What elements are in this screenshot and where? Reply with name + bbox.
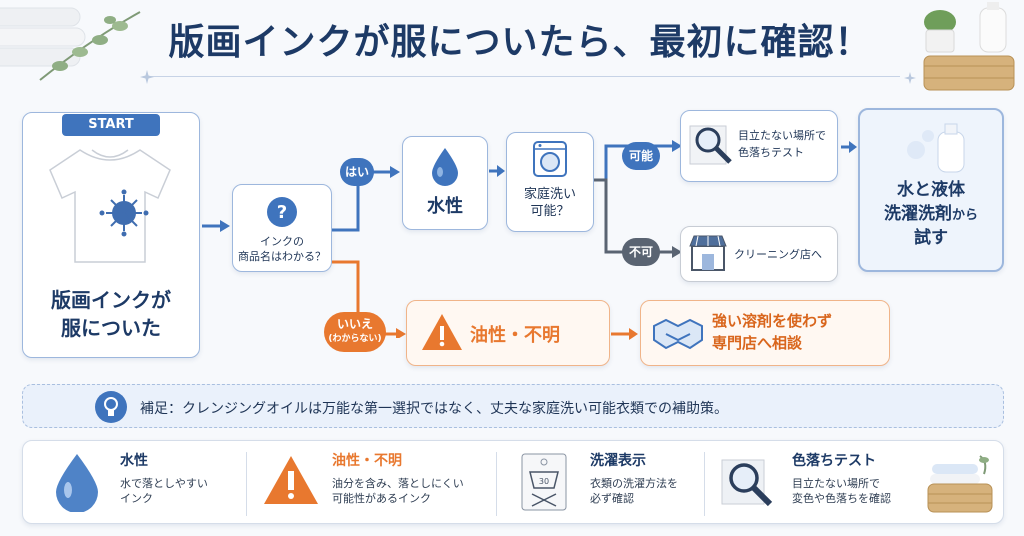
colorfast-test-line1: 目立たない場所で [738, 129, 826, 142]
page-title: 版画インクが服についたら、最初に確認！ [168, 21, 872, 63]
legend-title: 油性・不明 [332, 453, 402, 469]
start-caption-line1: 版画インクが [51, 288, 171, 312]
legend-desc-line1: 油分を含み、落としにくい [332, 477, 464, 490]
plant-detergent-basket-decoration [923, 2, 1015, 91]
no-branch-label: いいえ (わからない) [324, 312, 386, 352]
legend-desc-line2: 必ず確認 [590, 492, 634, 505]
water-drop-icon [432, 148, 458, 186]
result-water-line2-suffix: から [951, 208, 978, 223]
water-drop-icon [56, 454, 98, 512]
shop-icon [689, 235, 727, 271]
oil-unknown-label: 油性・不明 [470, 325, 560, 346]
question-icon: ? [267, 197, 297, 227]
magnifier-icon [721, 459, 773, 507]
start-badge: START [62, 114, 160, 136]
result-water-line3: 試す [914, 228, 948, 248]
towels-eucalyptus-decoration [0, 7, 141, 81]
legend-title: 水性 [120, 453, 148, 469]
svg-text:?: ? [277, 202, 287, 223]
svg-text:30: 30 [539, 477, 549, 486]
legend-item-care-label: 30 洗濯表示 衣類の洗濯方法を 必ず確認 [516, 448, 716, 518]
note-text: 補足：クレンジングオイルは万能な第一選択ではなく、丈夫な家庭洗い可能衣類での補助… [140, 401, 728, 417]
magnifier-icon [689, 125, 732, 165]
legend-desc-line2: 変色や色落ちを確認 [792, 492, 891, 505]
laundry-basket-decoration [927, 455, 993, 513]
arrow-right [489, 165, 505, 177]
no-branch-label-line1: いいえ [336, 317, 373, 331]
legend-desc-line1: 衣類の洗濯方法を [590, 477, 678, 490]
tshirt-stain-icon [49, 149, 171, 263]
warning-icon [422, 314, 462, 350]
no-branch-label-line2: (わからない) [328, 334, 382, 344]
lightbulb-icon [95, 391, 127, 423]
legend-item-oil: 油性・不明 油分を含み、落としにくい 可能性があるインク [262, 448, 492, 518]
care-label-icon: 30 [521, 453, 567, 511]
handshake-icon [653, 318, 703, 350]
legend-desc-line2: 可能性があるインク [332, 492, 431, 505]
yes-branch-connector [332, 166, 400, 232]
impossible-branch-label: 不可 [622, 238, 660, 266]
legend-divider [496, 452, 497, 516]
home-wash-line2: 可能？ [530, 204, 570, 219]
yes-branch-label: はい [340, 158, 374, 186]
start-caption-line2: 服についた [61, 316, 161, 340]
result-water-line1: 水と液体 [897, 180, 965, 200]
cleaning-shop-label: クリーニング店へ [734, 248, 822, 261]
title-divider [150, 76, 900, 77]
result-water-line2-main: 洗濯洗剤 [883, 204, 952, 224]
legend-desc-line2: インク [120, 492, 153, 505]
washing-machine-icon [533, 141, 567, 177]
colorfast-test-line2: 色落ちテスト [738, 146, 804, 159]
result-water-line2: 洗濯洗剤から [858, 202, 1004, 228]
arrow-right [841, 141, 857, 153]
result-oil-line1: 強い溶剤を使わず [712, 312, 833, 330]
result-oil-line2: 専門店へ相談 [712, 334, 803, 352]
legend-desc-line1: 目立たない場所で [792, 477, 880, 490]
note-bar [22, 384, 1004, 428]
legend-desc-line1: 水で落としやすい [120, 477, 208, 490]
legend-title: 色落ちテスト [792, 453, 876, 469]
legend-divider [704, 452, 705, 516]
legend-panel [22, 440, 1004, 524]
home-wash-card [506, 132, 594, 232]
legend-divider [246, 452, 247, 516]
question-line1: インクの [260, 235, 304, 248]
home-wash-line1: 家庭洗い [523, 187, 576, 202]
sparkle-icon [904, 72, 916, 84]
sparkle-icon [140, 70, 154, 84]
arrow-right [202, 220, 230, 232]
legend-item-water: 水性 水で落としやすい インク [52, 448, 242, 518]
legend-title: 洗濯表示 [590, 453, 646, 469]
warning-icon [264, 456, 318, 504]
water-based-label: 水性 [427, 196, 463, 217]
question-line2: 商品名はわかる？ [238, 250, 326, 263]
possible-branch-label: 可能 [622, 142, 660, 170]
arrow-right [611, 328, 638, 340]
legend-item-colorfast: 色落ちテスト 目立たない場所で 変色や色落ちを確認 [720, 448, 920, 518]
detergent-bottle-icon [907, 123, 965, 173]
